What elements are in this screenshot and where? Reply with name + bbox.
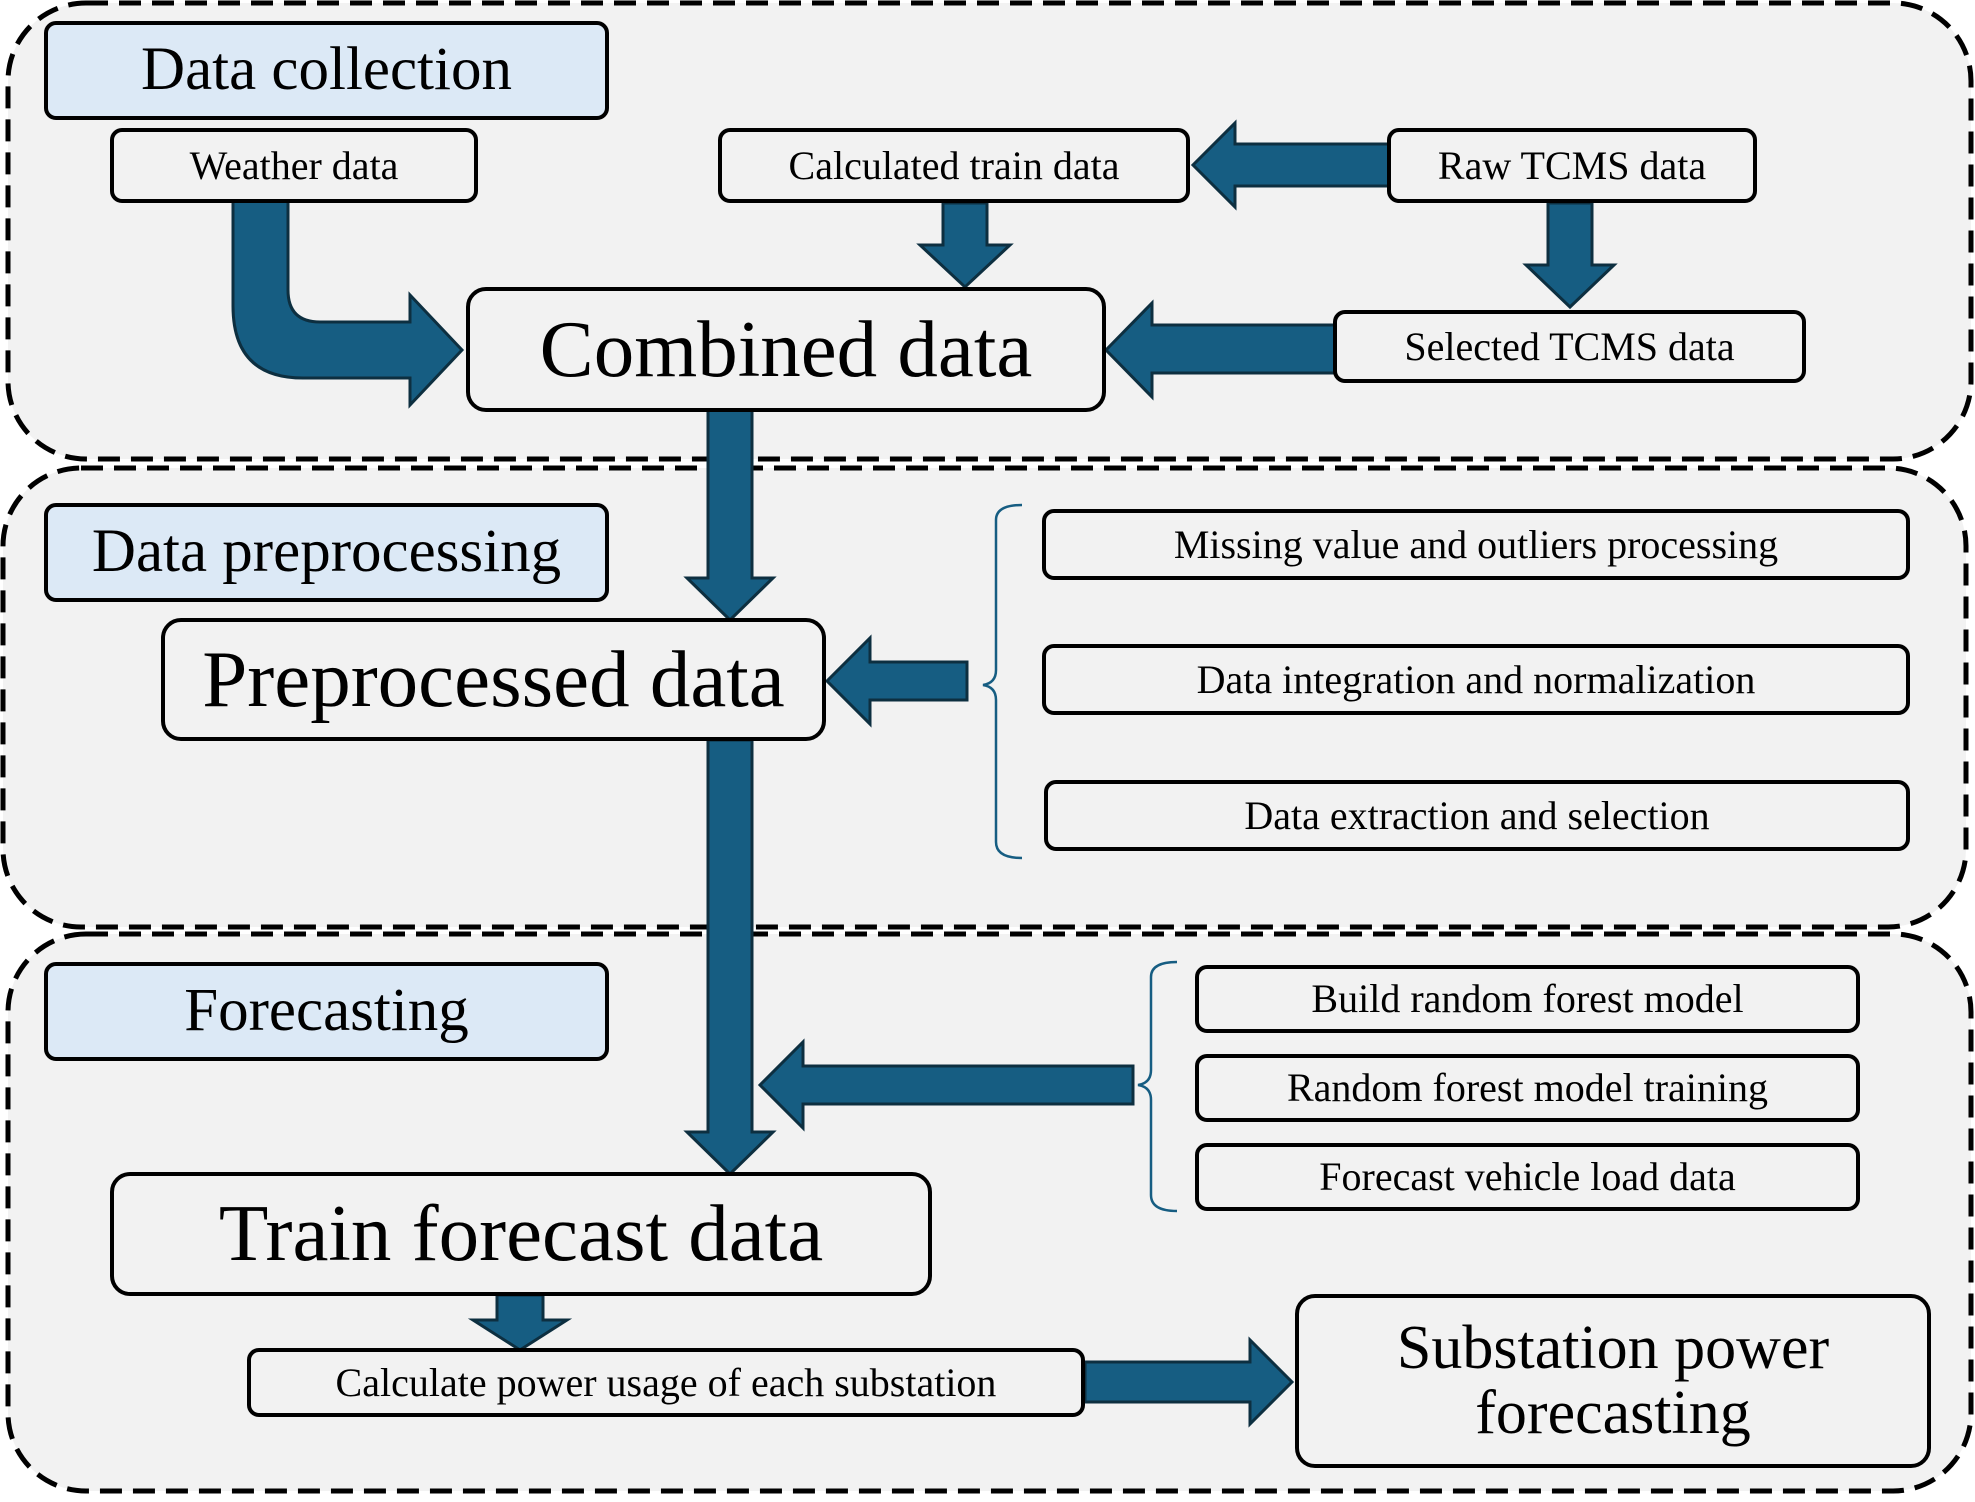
- forecasting-step-label: Forecast vehicle load data: [1319, 1154, 1736, 1199]
- preprocessing-steps-brace: [982, 503, 1023, 860]
- preprocessing-step-integration: Data integration and normalization: [1042, 644, 1910, 715]
- preprocessed-data-box: Preprocessed data: [161, 618, 826, 741]
- calculated-to-combined-arrow: [916, 201, 1014, 290]
- forecasting-step-model-training: Random forest model training: [1195, 1054, 1860, 1122]
- forecast-to-calculate-arrow: [467, 1293, 573, 1352]
- weather-data-box: Weather data: [110, 128, 478, 203]
- raw-to-calculated-arrow: [1190, 119, 1392, 211]
- data-preprocessing-title-text: Data preprocessing: [91, 518, 562, 586]
- weather-to-combined-arrow: [231, 198, 465, 409]
- selected-tcms-data-box: Selected TCMS data: [1333, 310, 1806, 383]
- selected-tcms-data-label: Selected TCMS data: [1404, 323, 1735, 369]
- forecasting-step-label: Build random forest model: [1311, 976, 1744, 1021]
- raw-tcms-data-label: Raw TCMS data: [1437, 142, 1707, 188]
- calculated-train-data-box: Calculated train data: [718, 128, 1190, 203]
- forecasting-steps-brace: [1137, 960, 1178, 1213]
- calculate-power-usage-label: Calculate power usage of each substation: [335, 1359, 997, 1405]
- data-preprocessing-title: Data preprocessing: [44, 503, 609, 602]
- data-collection-title: Data collection: [44, 21, 609, 120]
- forecasting-step-label: Random forest model training: [1286, 1065, 1768, 1110]
- train-forecast-data-box: Train forecast data: [110, 1172, 932, 1296]
- preprocessing-steps-arrow: [824, 634, 969, 728]
- preprocessing-step-label: Data integration and normalization: [1196, 656, 1756, 702]
- preprocessing-step-missing-values: Missing value and outliers processing: [1042, 509, 1910, 580]
- calculate-to-substation-arrow: [1083, 1336, 1295, 1428]
- forecasting-steps-arrow: [757, 1038, 1135, 1132]
- preprocessed-to-forecast-arrow: [683, 738, 777, 1177]
- forecasting-step-build-model: Build random forest model: [1195, 965, 1860, 1033]
- weather-data-label: Weather data: [189, 142, 399, 188]
- preprocessed-data-label: Preprocessed data: [202, 633, 785, 724]
- forecasting-title: Forecasting: [44, 962, 609, 1061]
- combined-data-label: Combined data: [539, 303, 1033, 394]
- substation-power-forecasting-line1: Substation power: [1396, 1313, 1830, 1382]
- data-collection-title-text: Data collection: [141, 36, 512, 104]
- combined-to-preprocessed-arrow: [683, 408, 777, 623]
- raw-tcms-data-box: Raw TCMS data: [1387, 128, 1757, 203]
- train-forecast-data-label: Train forecast data: [218, 1188, 824, 1279]
- forecasting-title-text: Forecasting: [184, 977, 469, 1045]
- combined-data-box: Combined data: [466, 287, 1106, 412]
- forecasting-step-forecast-load: Forecast vehicle load data: [1195, 1143, 1860, 1211]
- preprocessing-step-label: Data extraction and selection: [1244, 792, 1710, 838]
- preprocessing-step-extraction: Data extraction and selection: [1044, 780, 1910, 851]
- selected-to-combined-arrow: [1103, 299, 1338, 401]
- substation-power-forecasting-line2: forecasting: [1475, 1379, 1751, 1447]
- substation-power-forecasting-box: Substation power forecasting: [1295, 1294, 1931, 1468]
- raw-to-selected-arrow: [1522, 201, 1618, 310]
- calculate-power-usage-box: Calculate power usage of each substation: [247, 1348, 1085, 1417]
- preprocessing-step-label: Missing value and outliers processing: [1173, 521, 1779, 567]
- calculated-train-data-label: Calculated train data: [788, 142, 1120, 188]
